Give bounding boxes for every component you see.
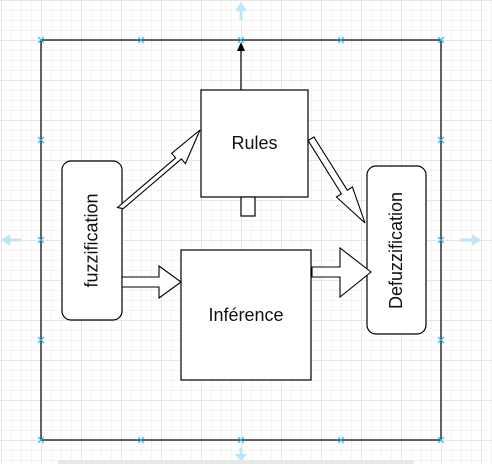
arrow-fuzzification-to-inference[interactable] bbox=[121, 264, 182, 300]
selection-handles[interactable] bbox=[37, 36, 445, 444]
arrow-inference-to-defuzzification[interactable] bbox=[311, 246, 372, 299]
fuzzification-box[interactable] bbox=[61, 160, 123, 321]
rules-to-top-arrow[interactable] bbox=[237, 42, 245, 90]
defuzzification-box[interactable] bbox=[366, 165, 427, 335]
rules-connector-stub bbox=[240, 196, 256, 217]
clone-down-arrow[interactable] bbox=[235, 448, 247, 462]
clone-up-arrow[interactable] bbox=[235, 2, 247, 20]
arrow-fuzzification-to-rules[interactable] bbox=[116, 129, 201, 210]
arrow-rules-to-defuzzification[interactable] bbox=[307, 136, 366, 224]
clone-right-arrow[interactable] bbox=[460, 234, 481, 246]
horizontal-scrollbar[interactable] bbox=[58, 460, 414, 464]
rules-box[interactable] bbox=[200, 89, 309, 198]
clone-left-arrow[interactable] bbox=[1, 234, 21, 246]
inference-box[interactable] bbox=[180, 249, 312, 381]
